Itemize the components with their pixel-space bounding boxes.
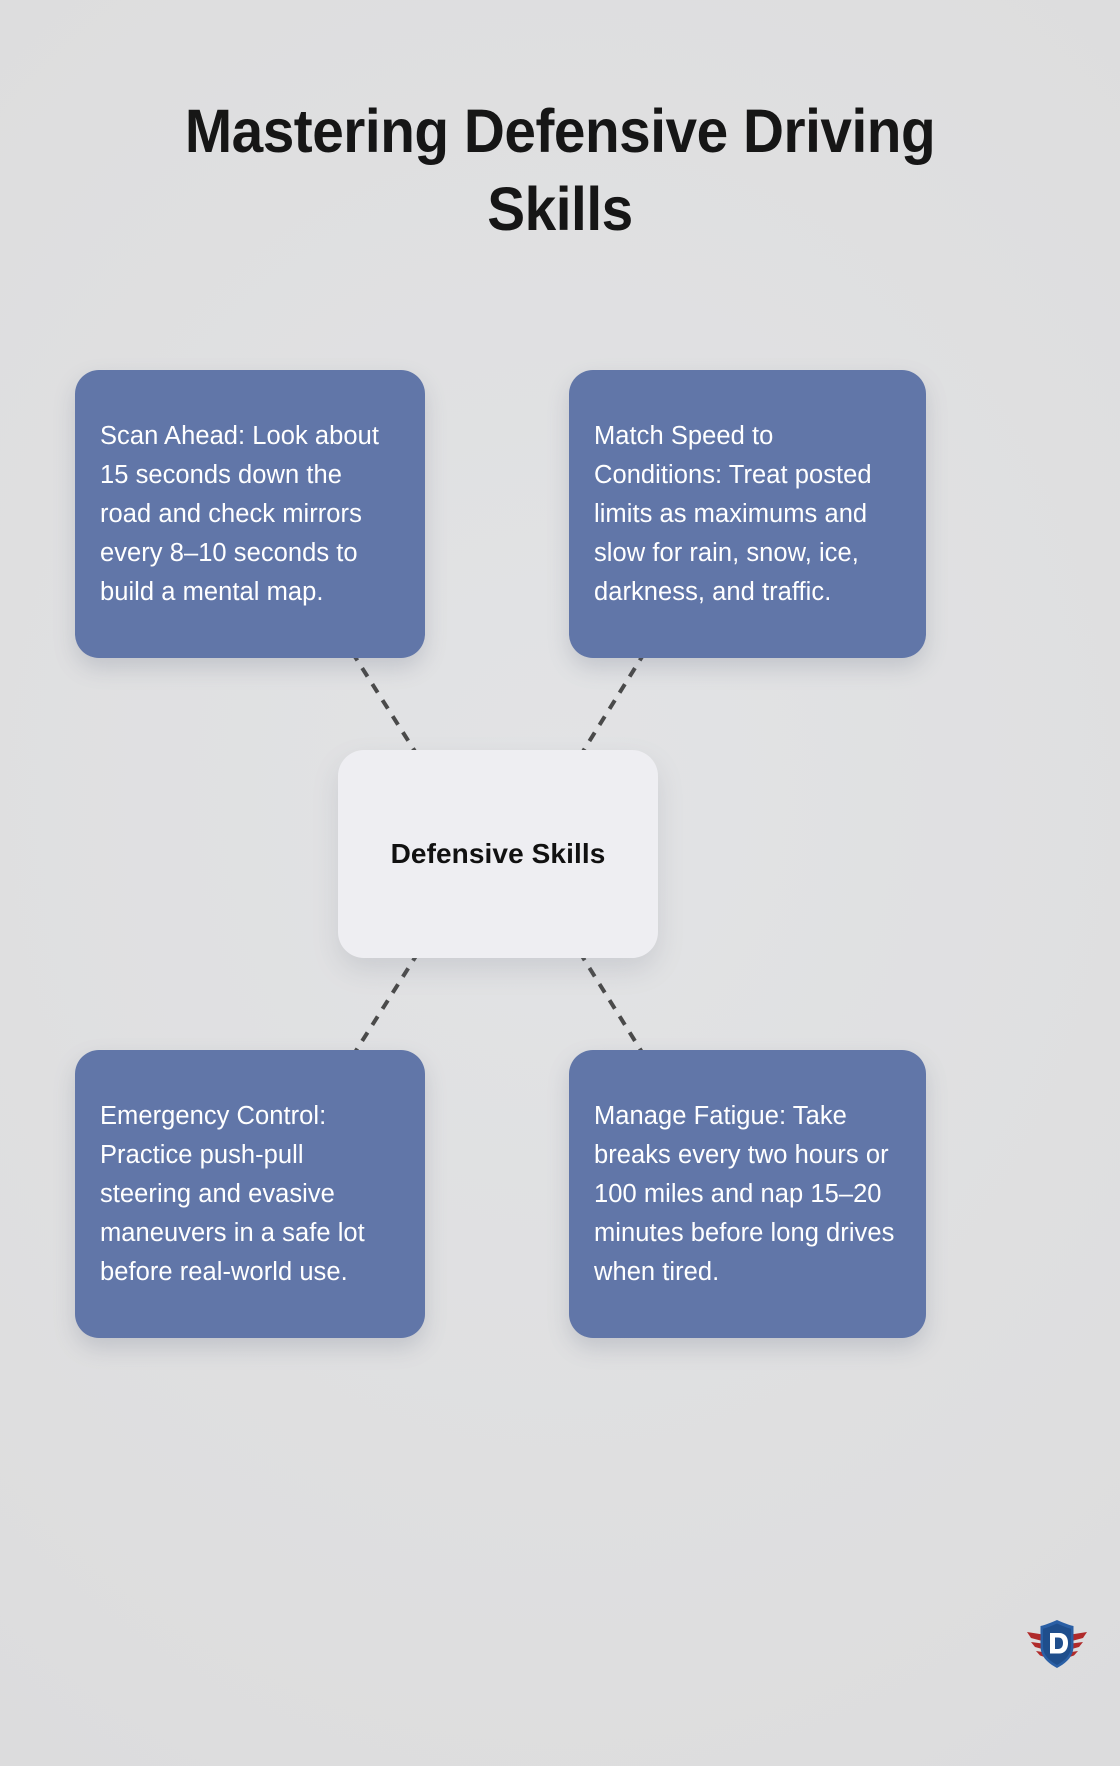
logo-letter-d [1050, 1633, 1068, 1654]
node-card-scan-ahead[interactable]: Scan Ahead: Look about 15 seconds down t… [75, 370, 425, 658]
center-node-label: Defensive Skills [390, 838, 606, 869]
shield-d-wings-logo [1027, 1620, 1087, 1668]
connector-top-right [580, 650, 647, 755]
node-card-manage-fatigue[interactable]: Manage Fatigue: Take breaks every two ho… [569, 1050, 926, 1338]
node-card-text: Scan Ahead: Look about 15 seconds down t… [100, 421, 379, 606]
node-card-text: Manage Fatigue: Take breaks every two ho… [594, 1101, 895, 1286]
page-title: Mastering Defensive Driving Skills [184, 97, 936, 243]
connector-bottom-left [350, 954, 418, 1059]
connector-bottom-right [580, 954, 647, 1059]
node-card-text: Match Speed to Conditions: Treat posted … [594, 421, 872, 606]
node-card-emergency-control[interactable]: Emergency Control: Practice push-pull st… [75, 1050, 425, 1338]
connector-top-left [350, 650, 418, 755]
node-card-match-speed[interactable]: Match Speed to Conditions: Treat posted … [569, 370, 926, 658]
node-card-text: Emergency Control: Practice push-pull st… [100, 1101, 365, 1286]
center-node[interactable]: Defensive Skills [338, 750, 658, 958]
